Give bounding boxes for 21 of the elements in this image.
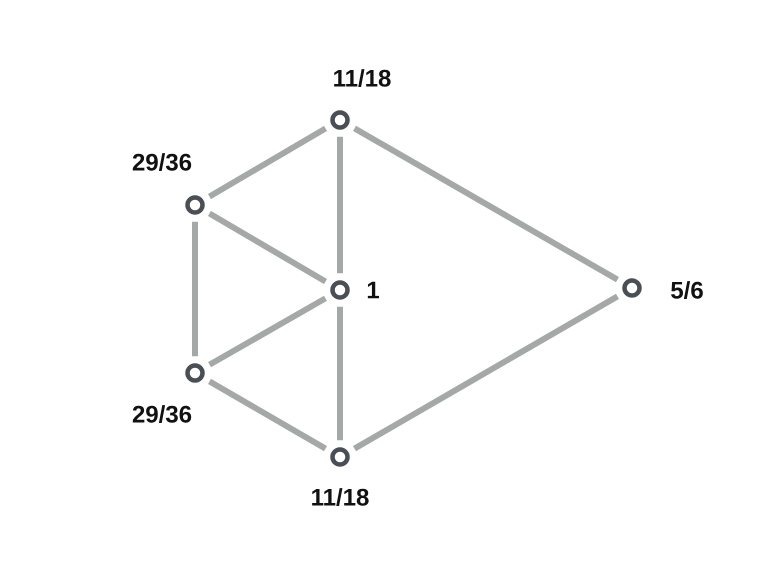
edge-line — [353, 126, 619, 282]
vertex-circle — [622, 278, 642, 298]
vertex-label: 29/36 — [132, 405, 192, 423]
edge-line — [208, 296, 327, 368]
edge-line — [208, 210, 328, 284]
edge-line — [192, 222, 198, 356]
vertex-label: 11/18 — [312, 488, 369, 506]
vertex-label: 29/36 — [132, 153, 192, 171]
vertex-circle — [330, 447, 350, 467]
vertex-circle — [330, 110, 350, 130]
edge-line — [337, 136, 343, 274]
vertex-label: 1 — [368, 282, 379, 298]
edge-line — [337, 306, 343, 440]
vertex-label: 5/6 — [671, 281, 703, 299]
vertex-circle — [330, 280, 350, 300]
vertex-label: 11/18 — [334, 69, 391, 87]
edge-line — [208, 126, 328, 200]
vertex-circle — [185, 363, 205, 383]
vertex-circle — [185, 195, 205, 215]
edge-line — [208, 378, 328, 452]
edge-line — [353, 294, 620, 452]
